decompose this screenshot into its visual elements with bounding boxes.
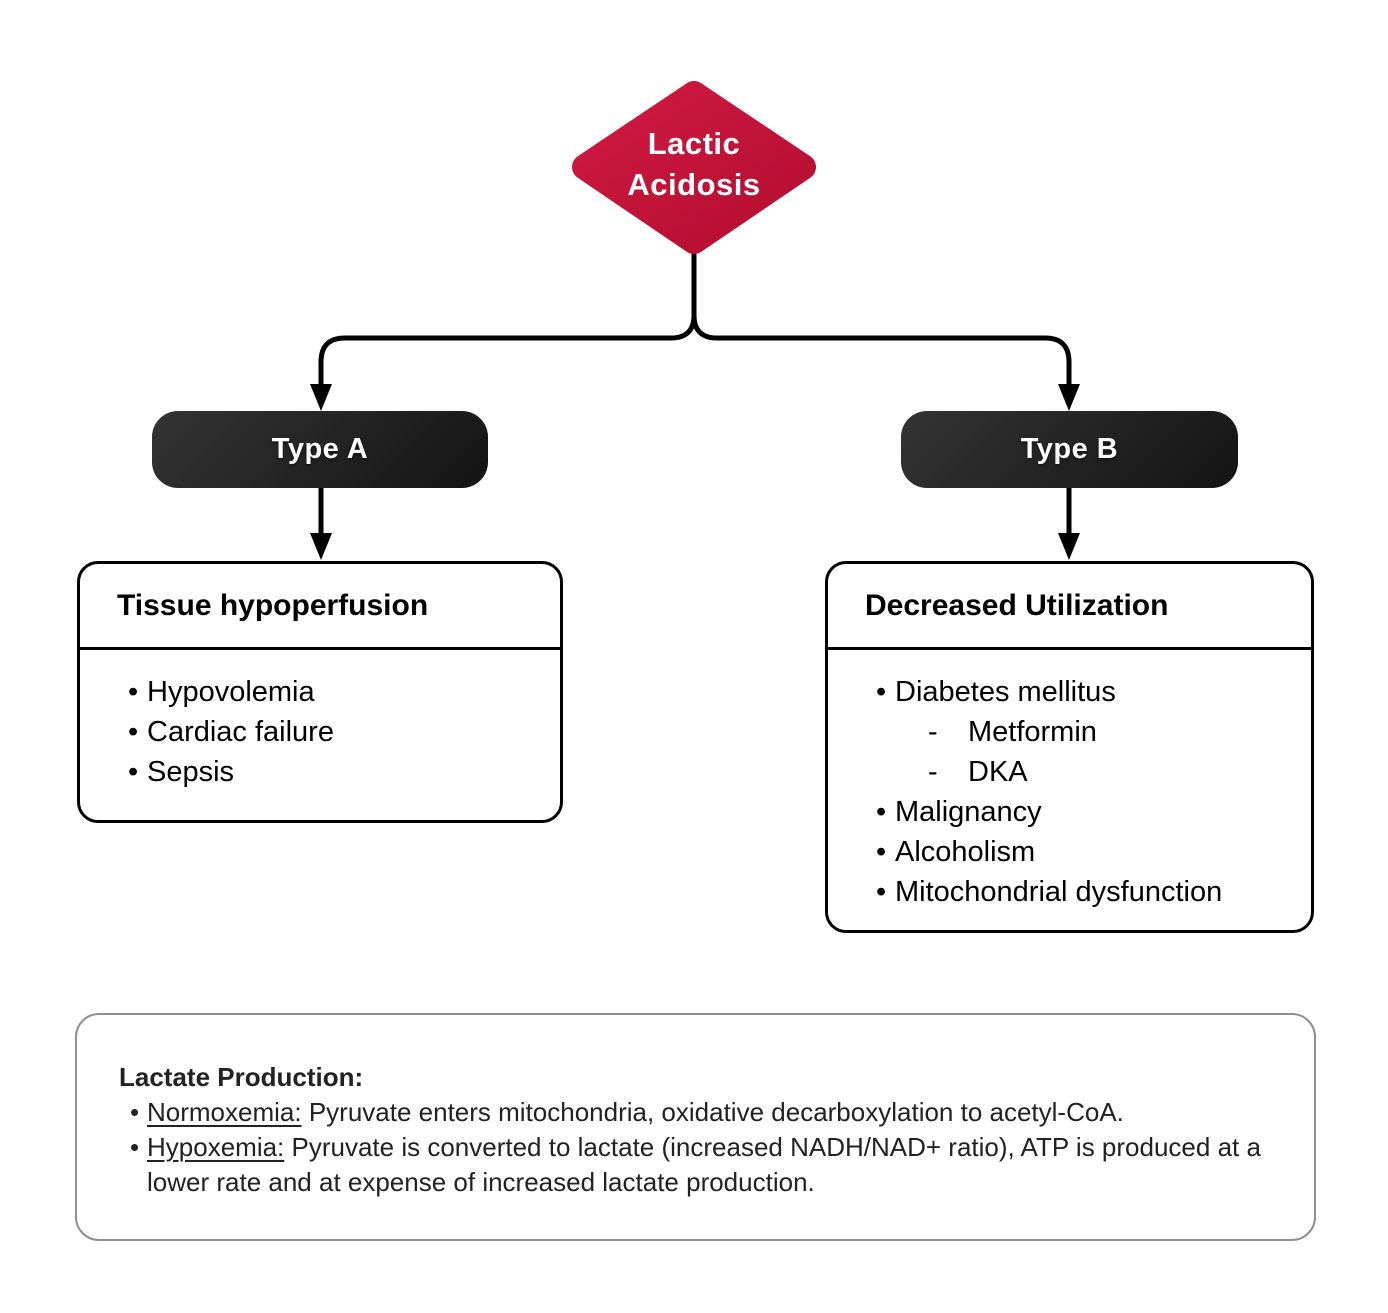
lactate-production-note: Lactate Production: Normoxemia: Pyruvate…	[75, 1013, 1316, 1241]
type-b-cause-list: Diabetes mellitus Metformin DKA Malignan…	[876, 672, 1295, 912]
type-b-node: Type B	[901, 411, 1238, 488]
decreased-utilization-box: Decreased Utilization Diabetes mellitus …	[825, 561, 1314, 933]
note-text-hypoxemia: Pyruvate is converted to lactate (increa…	[147, 1132, 1261, 1197]
arrowhead-type-b	[1058, 384, 1080, 411]
arrowhead-decreased-box	[1058, 533, 1080, 560]
list-item: Malignancy	[876, 792, 1295, 832]
arrowhead-tissue-box	[310, 533, 332, 560]
tissue-hypoperfusion-box: Tissue hypoperfusion Hypovolemia Cardiac…	[77, 561, 563, 823]
note-term-hypoxemia: Hypoxemia:	[147, 1132, 285, 1162]
note-text-normoxemia: Pyruvate enters mitochondria, oxidative …	[301, 1097, 1124, 1127]
tissue-hypoperfusion-header: Tissue hypoperfusion	[80, 564, 560, 650]
type-a-node: Type A	[152, 411, 488, 488]
list-item: Cardiac failure	[128, 712, 544, 752]
decreased-utilization-header: Decreased Utilization	[828, 564, 1311, 650]
type-a-cause-list: Hypovolemia Cardiac failure Sepsis	[128, 672, 544, 792]
note-bullet-hypoxemia: Hypoxemia: Pyruvate is converted to lact…	[119, 1130, 1280, 1200]
list-item: Alcoholism	[876, 832, 1295, 872]
list-item: Sepsis	[128, 752, 544, 792]
tissue-hypoperfusion-body: Hypovolemia Cardiac failure Sepsis	[80, 650, 560, 792]
connector-root-to-type-b	[691, 252, 1072, 386]
list-subitem: Metformin	[876, 712, 1295, 752]
list-item: Diabetes mellitus	[876, 672, 1295, 712]
note-heading: Lactate Production:	[119, 1062, 364, 1092]
list-item: Mitochondrial dysfunction	[876, 872, 1295, 912]
list-item: Hypovolemia	[128, 672, 544, 712]
type-a-label: Type A	[271, 433, 369, 465]
type-b-label: Type B	[1020, 433, 1119, 465]
decreased-utilization-body: Diabetes mellitus Metformin DKA Malignan…	[828, 650, 1311, 912]
note-term-normoxemia: Normoxemia:	[147, 1097, 302, 1127]
connector-root-to-type-a	[318, 252, 697, 386]
list-subitem: DKA	[876, 752, 1295, 792]
arrowhead-type-a	[310, 384, 332, 411]
root-node-label: Lactic Acidosis	[627, 126, 761, 202]
lactic-acidosis-diamond-shape	[572, 81, 816, 254]
note-bullet-normoxemia: Normoxemia: Pyruvate enters mitochondria…	[119, 1095, 1280, 1130]
